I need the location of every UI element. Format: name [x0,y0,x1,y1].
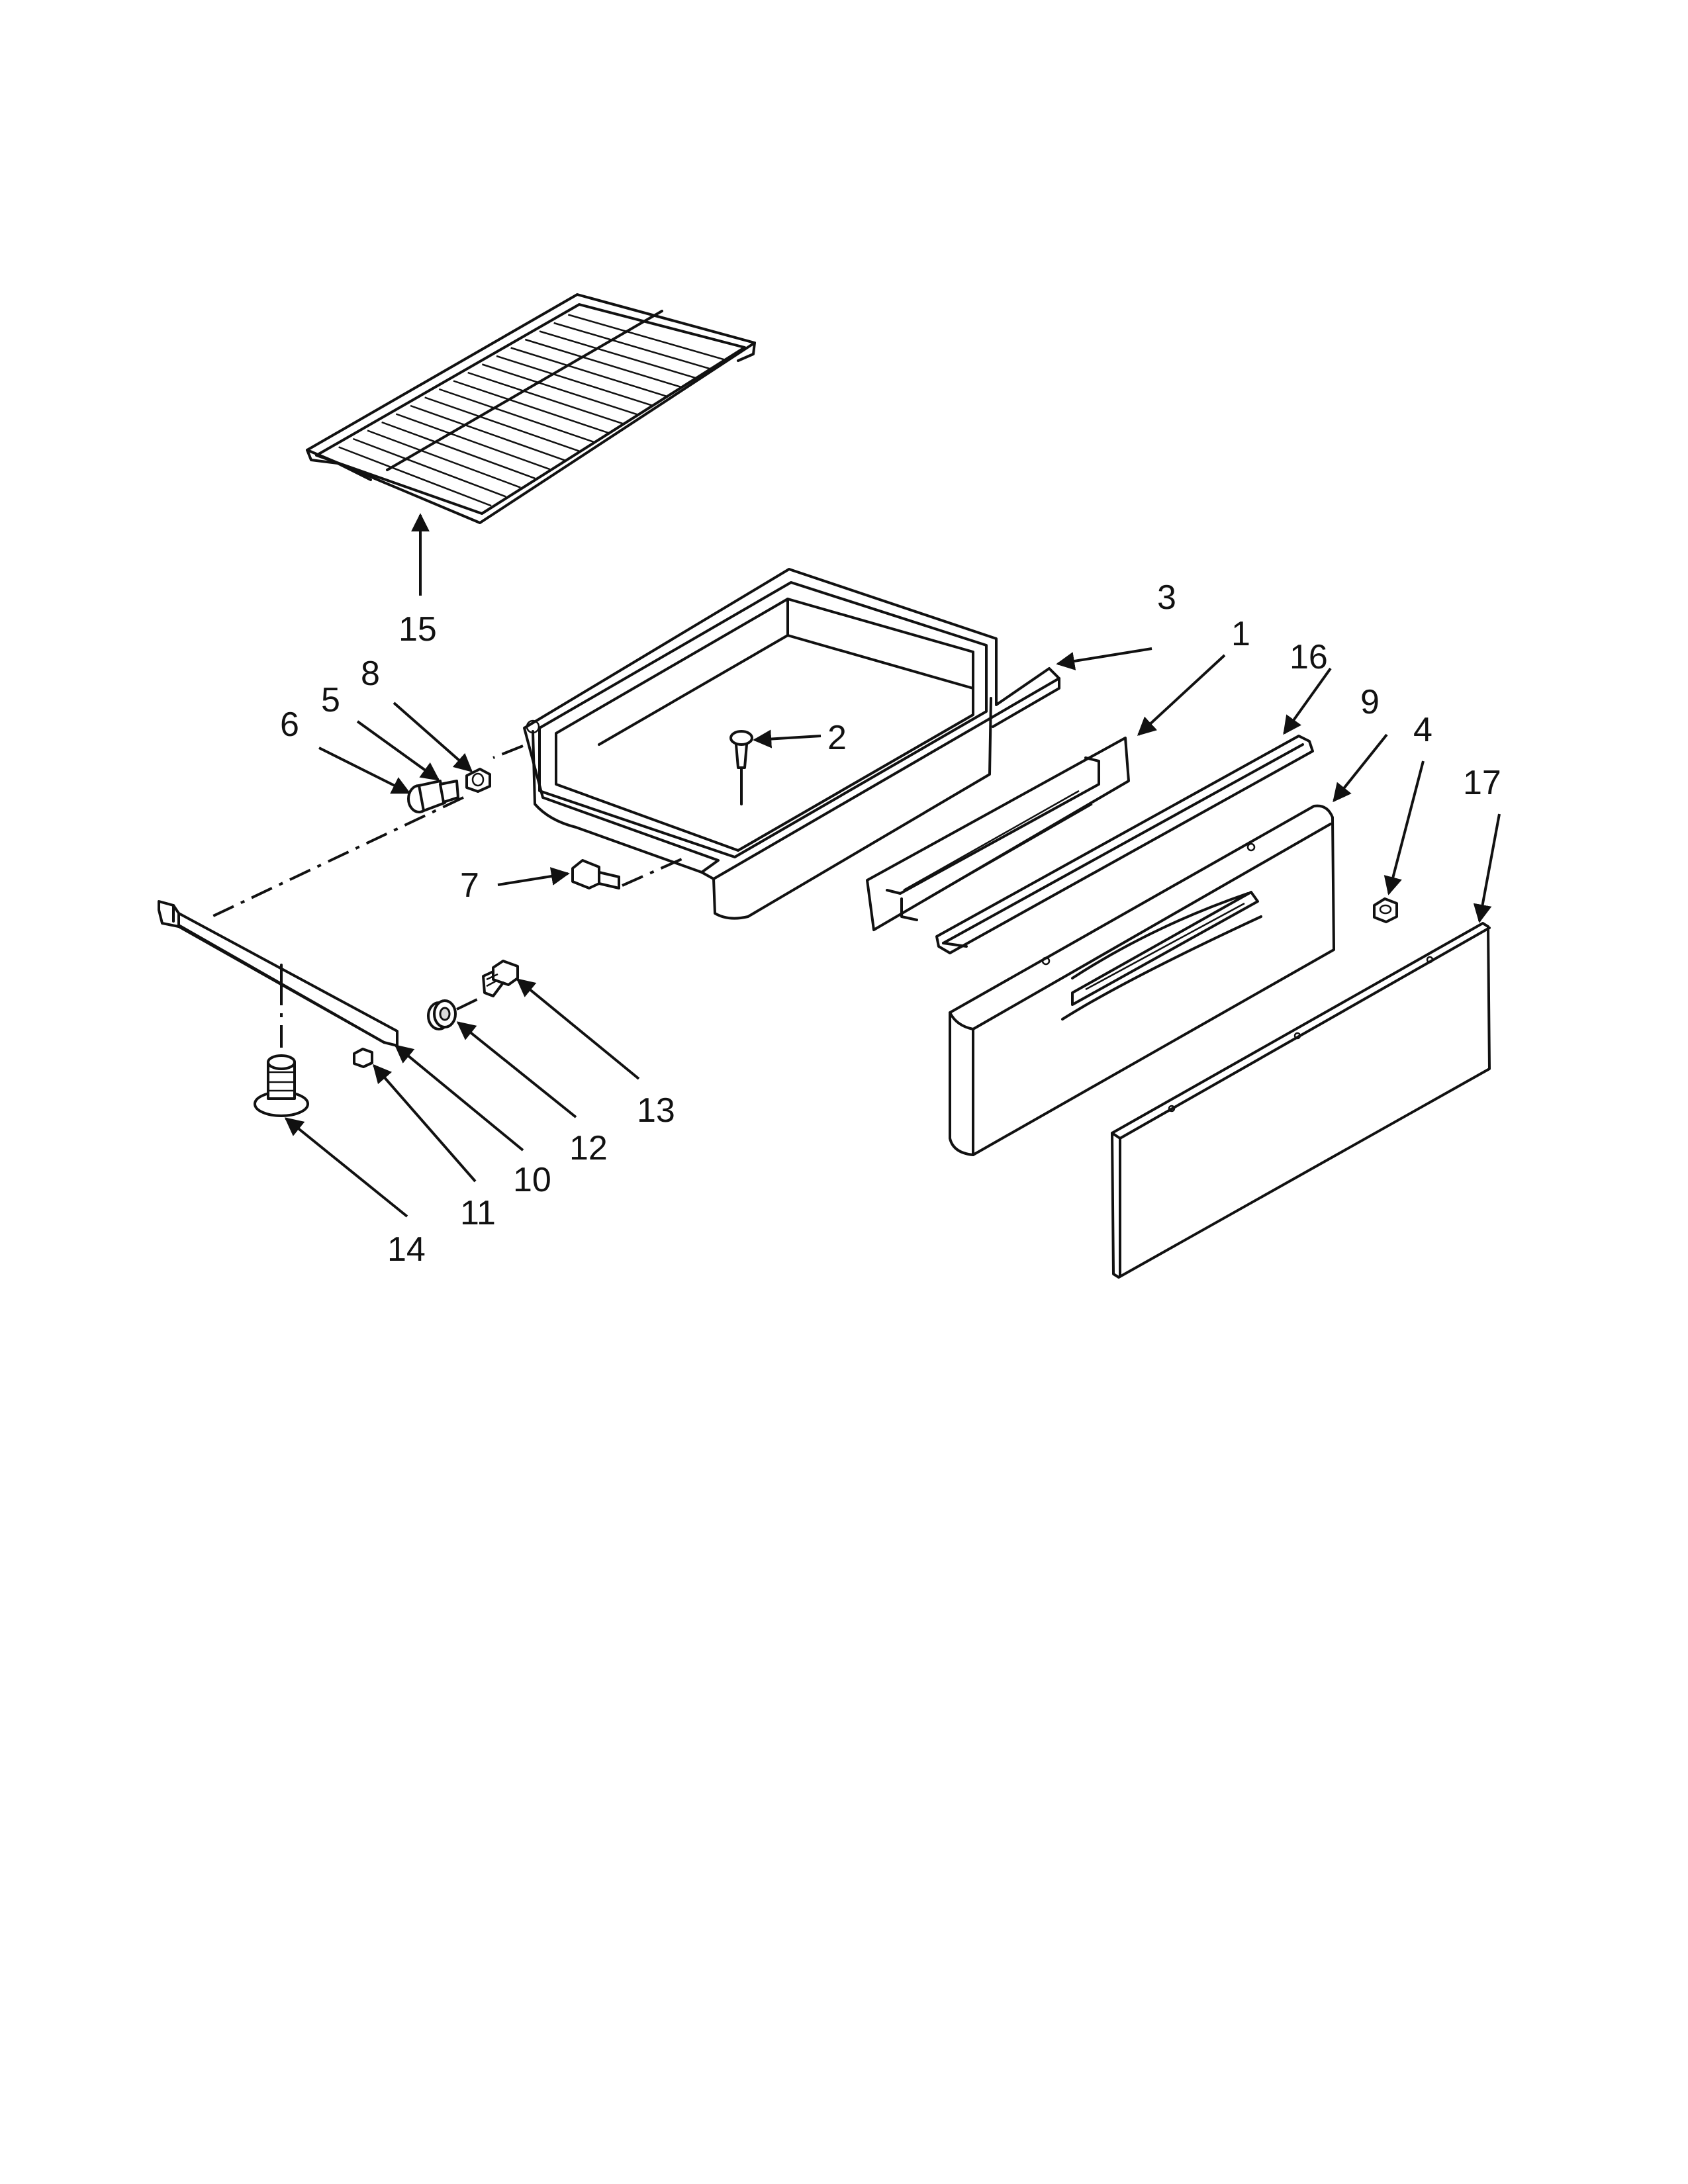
rack-wire [338,446,492,507]
trim-strip-part-16 [935,735,1314,954]
rack-wire [467,371,624,425]
rack-wire [367,430,521,488]
rack-wire [481,363,638,416]
rack-wire [395,413,550,471]
callout-9: 9 [1360,683,1380,721]
rack-wire [539,330,697,379]
rack-wire [438,388,594,443]
alignment-line [211,745,524,918]
callout-2: 2 [827,719,847,757]
screw-part-7 [571,858,682,889]
leader-lines [284,513,1501,1218]
drawer-pan [523,568,1060,920]
bracket-plate-part-1 [866,737,1130,931]
oven-rack [306,293,756,524]
drawer-rail [158,900,399,1052]
callout-12: 12 [569,1129,608,1167]
callout-3: 3 [1157,578,1176,617]
outer-panel-part-17 [1111,922,1491,1279]
rack-wire [567,314,726,361]
callout-5: 5 [321,681,340,719]
rack-wire [352,437,506,498]
nut-part-11 [353,1048,373,1068]
rack-wire [524,338,682,388]
rack-wire [553,322,712,370]
callout-1: 1 [1231,615,1250,653]
drawer-glide-parts [407,768,491,813]
callout-8: 8 [361,655,380,693]
rack-wire [410,404,565,461]
callout-4: 4 [1413,711,1432,749]
callout-labels: 1 2 3 4 5 6 7 8 9 10 11 12 13 14 15 16 1… [280,578,1501,1269]
bolt-part-13 [482,960,519,997]
callout-17: 17 [1463,764,1501,802]
callout-11: 11 [460,1194,496,1232]
rack-wire [510,347,667,398]
callout-6: 6 [280,705,299,744]
callout-14: 14 [387,1230,426,1269]
glide-foot-part-14 [254,1054,309,1117]
rack-wire [381,421,536,480]
rack-wire [496,355,653,406]
rack-wire [453,380,609,434]
roller-part-12 [427,997,481,1030]
callout-15: 15 [399,610,437,649]
screw-part-2 [729,730,753,805]
drawer-front-part-9 [949,804,1335,1156]
callout-16: 16 [1289,638,1328,676]
rack-wire [424,396,580,452]
callout-13: 13 [637,1091,675,1130]
nut-part-4 [1373,897,1398,923]
callout-10: 10 [513,1161,551,1199]
callout-7: 7 [460,866,479,905]
